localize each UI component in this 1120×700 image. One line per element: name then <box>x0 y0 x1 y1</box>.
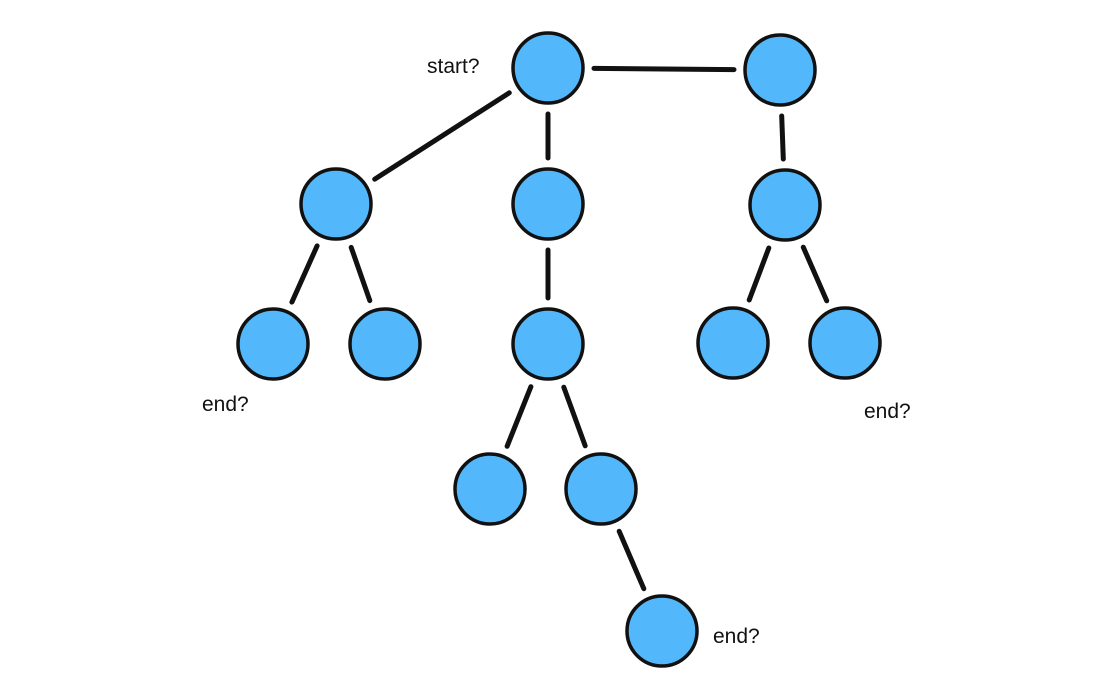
end-label-bottom: end? <box>713 625 760 648</box>
edge-top-right-to-right <box>779 113 786 162</box>
labels-layer: start? end? end? end? <box>202 55 911 648</box>
edge-center-child-to-center-child-left <box>504 384 534 449</box>
end-label-right: end? <box>864 400 911 423</box>
edge-left-to-left-right <box>348 244 373 304</box>
edge-root-to-top-right <box>591 65 737 73</box>
node-center-child-left <box>453 452 527 526</box>
node-center-child <box>511 307 585 381</box>
node-right-left <box>696 306 770 380</box>
edge-right-to-right-left <box>746 245 772 303</box>
node-left-left <box>236 307 310 381</box>
edge-left-to-left-left <box>289 243 320 305</box>
edges-layer <box>289 65 830 592</box>
node-center-child-right <box>564 452 638 526</box>
end-label-left: end? <box>202 393 249 416</box>
start-label: start? <box>427 55 480 78</box>
node-bottom <box>625 594 699 668</box>
node-center <box>511 167 585 241</box>
node-right-right <box>808 306 882 380</box>
edge-root-to-left <box>372 90 512 182</box>
node-root <box>511 31 585 105</box>
edge-center-child-right-to-bottom <box>616 528 647 592</box>
edge-center-child-to-center-child-right <box>561 384 588 449</box>
edge-right-to-right-right <box>800 244 830 304</box>
node-top-right <box>743 33 817 107</box>
nodes-layer <box>236 31 882 668</box>
node-right <box>748 168 822 242</box>
node-left-right <box>348 307 422 381</box>
node-left <box>299 167 373 241</box>
